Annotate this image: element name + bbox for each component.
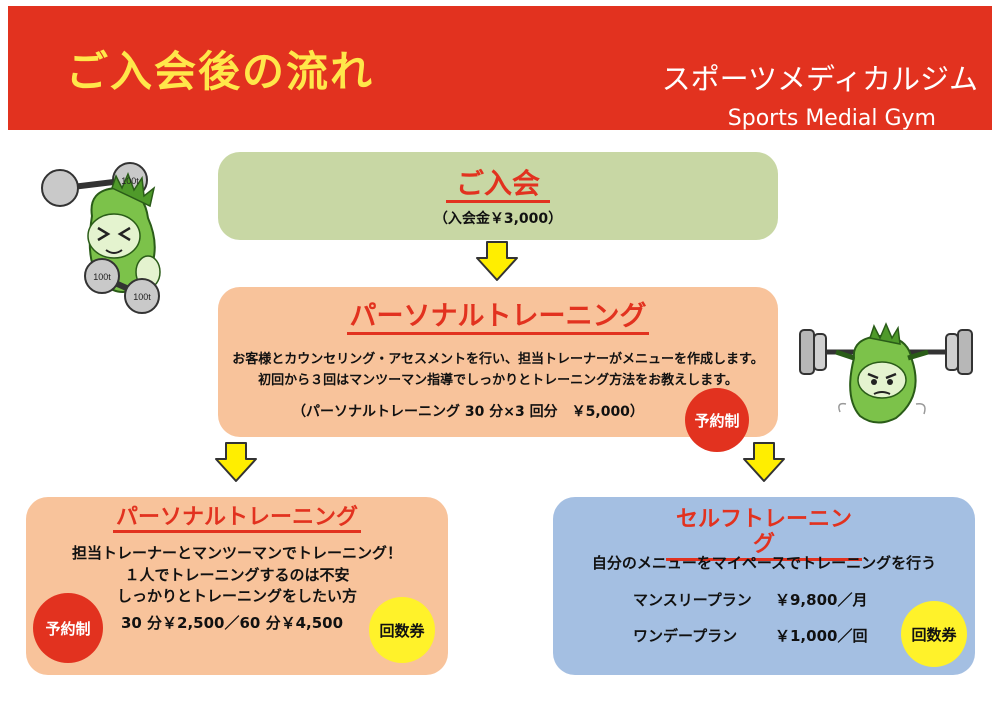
- mascot-dumbbells-icon: 100t 100t 100t: [41, 162, 161, 314]
- down-arrow-icon: [215, 442, 257, 482]
- personal-training-title: パーソナルトレーニング: [113, 505, 361, 534]
- ticket-badge: 回数券: [369, 597, 435, 663]
- dumbbell-label: 100t: [93, 272, 111, 282]
- self-line-1: 自分のメニューをマイペースでトレーニングを行う: [591, 554, 937, 572]
- personal-line-3: しっかりとトレーニングをしたい方: [116, 587, 357, 605]
- reservation-badge: 予約制: [33, 593, 103, 663]
- dumbbell-label: 100t: [133, 292, 151, 302]
- mascot-barbell-icon: [799, 322, 973, 424]
- personal-intro-price: （パーソナルトレーニング 30 分×3 回分 ￥5,000）: [292, 404, 644, 420]
- self-training-title: セルフトレーニング: [666, 507, 862, 561]
- down-arrow-icon: [476, 241, 518, 281]
- personal-intro-line-2: 初回から３回はマンツーマン指導でしっかりとトレーニング方法をお教えします。: [258, 373, 738, 388]
- gym-name-jp: スポーツメディカルジム: [661, 62, 978, 96]
- page-title: ご入会後の流れ: [66, 47, 375, 96]
- plan-oneday-name: ワンデープラン: [633, 627, 738, 645]
- personal-line-2: １人でトレーニングするのは不安: [124, 566, 350, 584]
- personal-price: 30 分￥2,500／60 分￥4,500: [120, 614, 344, 632]
- plan-oneday-price: ￥1,000／回: [775, 627, 868, 645]
- reservation-badge: 予約制: [685, 388, 749, 452]
- personal-intro-line-1: お客様とカウンセリング・アセスメントを行い、担当トレーナーがメニューを作成します…: [232, 352, 764, 367]
- personal-intro-box: パーソナルトレーニング お客様とカウンセリング・アセスメントを行い、担当トレーナ…: [218, 287, 778, 437]
- personal-intro-title: パーソナルトレーニング: [347, 301, 649, 336]
- join-box: ご入会 （入会金￥3,000）: [218, 152, 778, 240]
- personal-line-1: 担当トレーナーとマンツーマンでトレーニング！: [71, 544, 402, 562]
- plan-monthly-price: ￥9,800／月: [775, 591, 868, 609]
- join-title: ご入会: [446, 167, 550, 204]
- header-banner: ご入会後の流れ スポーツメディカルジム Sports Medial Gym: [8, 6, 992, 131]
- dumbbell-label: 100t: [121, 176, 139, 186]
- ticket-badge: 回数券: [901, 601, 967, 667]
- down-arrow-icon: [743, 442, 785, 482]
- plan-monthly-name: マンスリープラン: [633, 591, 752, 609]
- gym-name-en: Sports Medial Gym: [727, 106, 936, 131]
- join-fee: （入会金￥3,000）: [433, 211, 563, 227]
